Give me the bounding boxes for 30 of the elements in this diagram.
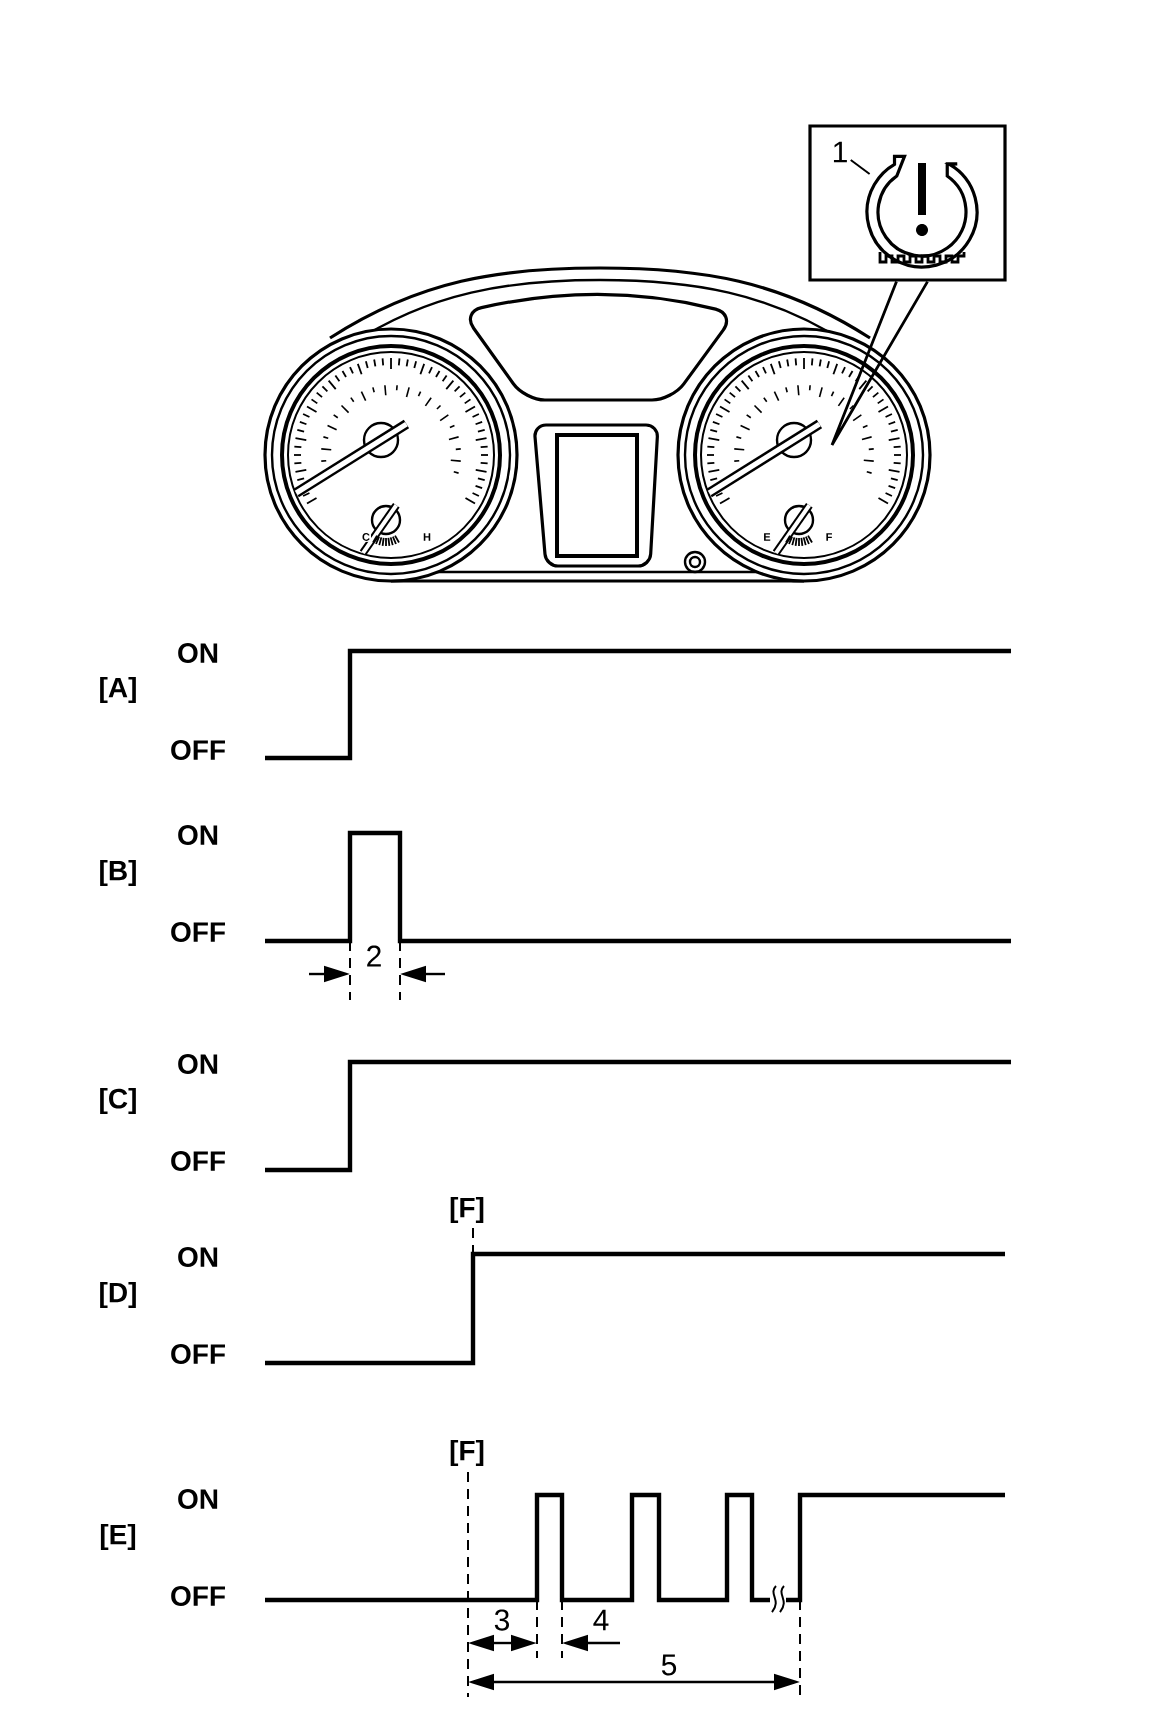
signal-name: [B] [100, 859, 136, 887]
state-label: ON [178, 643, 218, 663]
tire-pressure-warning-icon [865, 154, 979, 269]
state-label: ON [178, 825, 218, 845]
leader-line [849, 159, 871, 176]
state-label: ON [178, 1054, 218, 1074]
inset-box [808, 124, 1007, 282]
state-label: OFF [171, 1344, 225, 1364]
state-label: ON [178, 1247, 218, 1267]
gauge-letter: F [824, 532, 834, 542]
state-label: ON [178, 1489, 218, 1509]
signal-name: [A] [100, 676, 136, 704]
dimension-label: 3 [494, 1609, 510, 1631]
gauge-letter: H [422, 532, 432, 542]
marker-label: [F] [450, 1196, 484, 1224]
signal-name: [E] [100, 1523, 136, 1551]
marker-label: [F] [450, 1439, 484, 1467]
gauge-letter: C [361, 532, 371, 542]
state-label: OFF [171, 740, 225, 760]
gauge-letter: E [762, 532, 772, 542]
state-label: OFF [171, 1586, 225, 1606]
state-label: OFF [171, 1151, 225, 1171]
instrument-cluster-drawing [263, 266, 932, 583]
dimension-label: 5 [661, 1654, 677, 1676]
signal-name: [C] [100, 1087, 136, 1115]
callout-number: 1 [833, 141, 847, 163]
signal-name: [D] [100, 1281, 136, 1309]
state-label: OFF [171, 922, 225, 942]
dimension-label: 2 [367, 945, 381, 967]
dimension-label: 4 [593, 1609, 609, 1631]
